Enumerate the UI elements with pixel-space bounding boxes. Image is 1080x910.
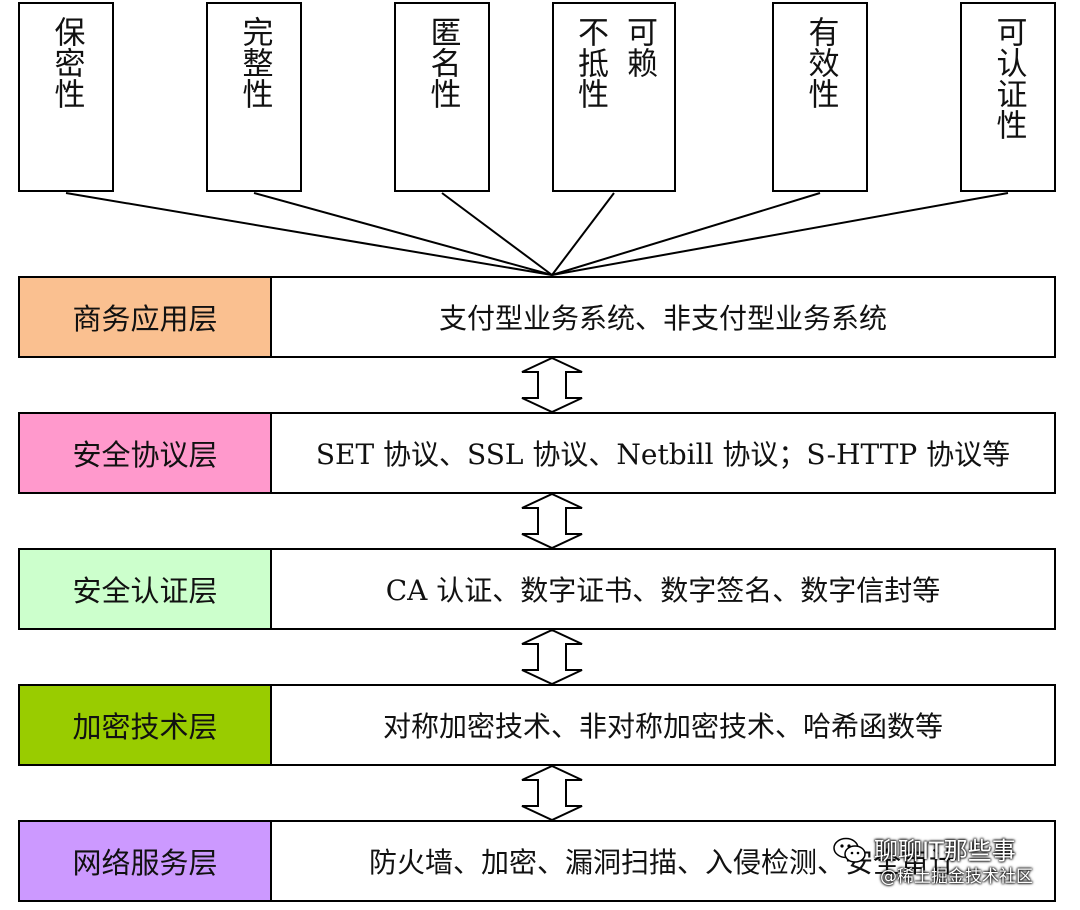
property-label: 匿名性 <box>424 16 461 109</box>
fan-line <box>551 192 615 276</box>
layer-label: 安全协议层 <box>20 414 272 492</box>
property-box-authenticity: 可认证性 <box>960 2 1056 192</box>
property-box-integrity: 完整性 <box>206 2 302 192</box>
layer-label: 安全认证层 <box>20 550 272 628</box>
property-label: 有效性 <box>802 16 839 109</box>
fan-line <box>253 192 553 276</box>
layer-row: 商务应用层 支付型业务系统、非支付型业务系统 <box>18 276 1056 358</box>
property-label: 可认证性 <box>990 16 1027 140</box>
property-label: 可赖 <box>621 16 657 78</box>
layer-description: 对称加密技术、非对称加密技术、哈希函数等 <box>382 710 943 743</box>
double-arrow <box>521 764 583 822</box>
watermark-source: @稀土掘金技术社区 <box>880 867 1033 887</box>
watermark-title: 聊聊IT那些事 <box>874 837 1016 865</box>
layer-description: 支付型业务系统、非支付型业务系统 <box>438 302 887 335</box>
layer-row: 加密技术层 对称加密技术、非对称加密技术、哈希函数等 <box>18 684 1056 766</box>
property-label: 完整性 <box>236 16 273 109</box>
double-arrow <box>521 628 583 686</box>
layer-row: 网络服务层防火墙、加密、漏洞扫描、入侵检测、安全审计 <box>18 820 1056 902</box>
fan-line <box>551 192 1009 276</box>
layer-description: CA 认证、数字证书、数字签名、数字信封等 <box>385 574 941 607</box>
property-box-validity: 有效性 <box>772 2 868 192</box>
layer-label: 加密技术层 <box>20 686 272 764</box>
fan-line <box>551 192 821 276</box>
fan-line <box>65 192 553 276</box>
fan-lines <box>65 192 1009 276</box>
double-arrow <box>521 492 583 550</box>
double-arrow <box>521 356 583 414</box>
property-label: 保密性 <box>48 16 85 109</box>
property-box-anonymity: 匿名性 <box>394 2 490 192</box>
fan-line <box>441 192 553 276</box>
layer-row: 安全认证层 CA 认证、数字证书、数字签名、数字信封等 <box>18 548 1056 630</box>
property-label: 不抵性 <box>572 16 608 109</box>
watermark: 聊聊IT那些事 @稀土掘金技术社区 <box>832 836 1052 892</box>
layer-label: 商务应用层 <box>20 278 272 356</box>
property-box-confidentiality: 保密性 <box>18 2 114 192</box>
wechat-icon <box>833 837 866 863</box>
layer-description: SET 协议、SSL 协议、Netbill 协议；S-HTTP 协议等 <box>315 438 1011 471</box>
layer-row: 安全协议层 SET 协议、SSL 协议、Netbill 协议；S-HTTP 协议等 <box>18 412 1056 494</box>
layer-label: 网络服务层 <box>20 822 272 900</box>
property-box-non-repudiation: 不抵性可赖 <box>552 2 676 192</box>
